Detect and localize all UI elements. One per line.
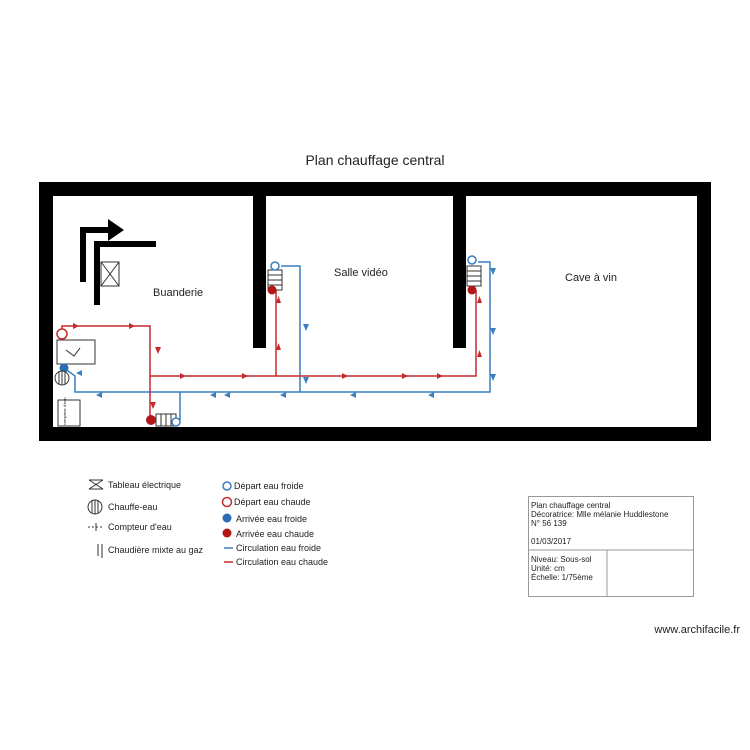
gas-boiler-icon [56, 339, 96, 365]
info-number: N° 56 139 [531, 519, 567, 528]
legend-label: Tableau électrique [108, 480, 182, 490]
info-unit: Unité: cm [531, 564, 565, 573]
info-title: Plan chauffage central [531, 501, 611, 510]
electrical-panel-icon [88, 479, 104, 490]
legend-label: Arrivée eau chaude [236, 529, 315, 539]
cold-circulation-lines [63, 261, 491, 420]
cold-inlet-icon [59, 363, 69, 373]
legend-label: Départ eau chaude [234, 497, 311, 507]
hot-flow-arrows [73, 296, 482, 409]
info-date: 01/03/2017 [531, 537, 572, 546]
room-label-video: Salle vidéo [334, 267, 388, 279]
legend-label: Départ eau froide [234, 481, 304, 491]
legend-label: Arrivée eau froide [236, 514, 308, 524]
cold-outlet-icon [270, 261, 280, 271]
cold-outlet-icon [171, 417, 181, 427]
hot-inlet-icon [222, 528, 232, 538]
title-block: Plan chauffage central Décoratrice: Mlle… [528, 496, 694, 597]
gas-boiler-icon [97, 544, 103, 558]
water-heater-icon [54, 370, 70, 386]
hot-inlet-icon [146, 415, 156, 425]
hot-inlet-icon [267, 285, 277, 295]
water-meter-icon [88, 523, 104, 531]
legend-label: Chaudière mixte au gaz [108, 545, 204, 555]
website-link[interactable]: www.archifacile.fr [654, 624, 740, 636]
interior-walls [253, 196, 466, 348]
info-level: Niveau: Sous-sol [531, 555, 592, 564]
cold-inlet-icon [222, 513, 232, 523]
stairs-arrow-icon [80, 219, 156, 305]
hot-inlet-icon [467, 285, 477, 295]
room-label-cellar: Cave à vin [565, 272, 617, 284]
water-heater-icon [87, 499, 103, 515]
hot-outlet-icon [56, 328, 68, 340]
outer-walls [39, 182, 711, 441]
legend-label: Circulation eau froide [236, 543, 322, 553]
room-label-laundry: Buanderie [153, 287, 204, 299]
cold-outlet-icon [467, 255, 477, 265]
legend-label: Compteur d'eau [108, 522, 172, 532]
electrical-panel-icon [100, 261, 120, 287]
plan-title: Plan chauffage central [305, 152, 445, 168]
info-designer: Décoratrice: Mlle mélanie Huddlestone [531, 510, 669, 519]
hot-outlet-icon [221, 496, 233, 508]
water-meter-icon [57, 399, 81, 427]
info-scale: Échelle: 1/75ème [531, 573, 593, 582]
legend-label: Chauffe-eau [108, 502, 158, 512]
cold-flow-arrows [76, 268, 496, 398]
hot-circulation-lines [61, 290, 477, 420]
legend-label: Circulation eau chaude [236, 557, 329, 567]
cold-outlet-icon [222, 481, 232, 491]
